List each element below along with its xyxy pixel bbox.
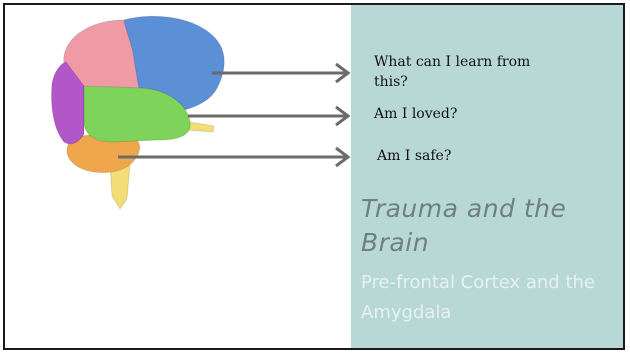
arrow-right-icon [212,64,348,82]
arrow-right-icon [188,107,348,125]
slide-title: Trauma and the Brain [361,192,616,260]
arrow-right-icon [118,148,348,166]
question-safe: Am I safe? [377,146,451,166]
slide-subtitle: Pre-frontal Cortex and the Amygdala [361,268,616,328]
question-learn: What can I learn from this? [374,52,534,92]
question-loved: Am I loved? [374,104,457,124]
